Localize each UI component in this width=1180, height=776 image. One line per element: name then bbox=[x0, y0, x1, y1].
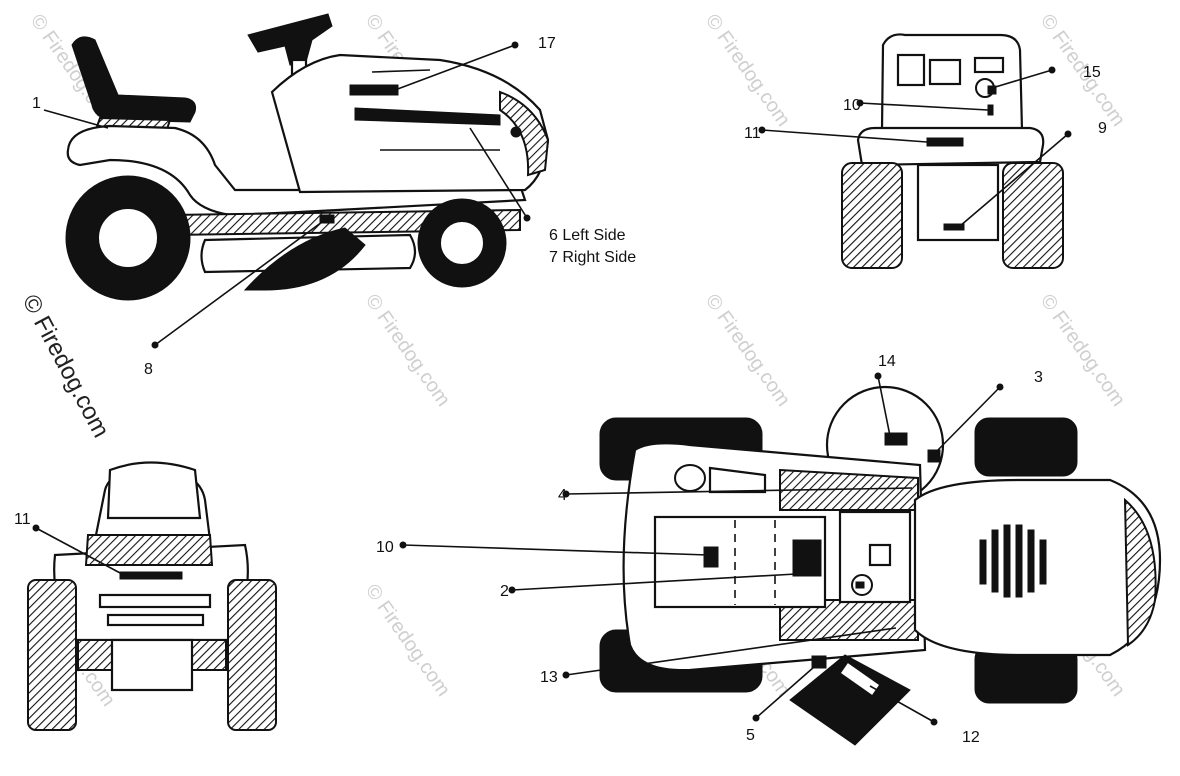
callout-2: 2 bbox=[500, 583, 509, 600]
top-view-tractor bbox=[599, 385, 1162, 746]
callout-6-left-side: 6 Left Side bbox=[549, 227, 626, 244]
callout-1: 1 bbox=[32, 95, 41, 112]
callout-13: 13 bbox=[540, 669, 558, 686]
callout-15: 15 bbox=[1083, 64, 1101, 81]
watermark-faint: © Firedog.com bbox=[1036, 290, 1129, 410]
callout-12: 12 bbox=[962, 729, 980, 746]
callout-11-front: 11 bbox=[14, 511, 31, 528]
callout-14: 14 bbox=[878, 353, 896, 370]
callout-3: 3 bbox=[1034, 369, 1043, 386]
watermark-faint: © Firedog.com bbox=[361, 580, 454, 700]
side-view-tractor bbox=[65, 13, 550, 301]
callout-17: 17 bbox=[538, 35, 556, 52]
callout-8: 8 bbox=[144, 361, 153, 378]
callout-11-top: 11 bbox=[744, 125, 761, 142]
watermark-faint: © Firedog.com bbox=[701, 290, 794, 410]
callout-4: 4 bbox=[558, 487, 567, 504]
callout-10-top: 10 bbox=[843, 97, 861, 114]
callout-10-bottom: 10 bbox=[376, 539, 394, 556]
callout-5: 5 bbox=[746, 727, 755, 744]
watermark-faint: © Firedog.com bbox=[361, 290, 454, 410]
rear-view-tractor bbox=[841, 33, 1064, 269]
callout-9: 9 bbox=[1098, 120, 1107, 137]
callout-7-right-side: 7 Right Side bbox=[549, 249, 636, 266]
watermark-main: © Firedog.com bbox=[17, 290, 115, 442]
front-view-tractor bbox=[27, 461, 277, 731]
watermark-faint: © Firedog.com bbox=[701, 10, 794, 130]
